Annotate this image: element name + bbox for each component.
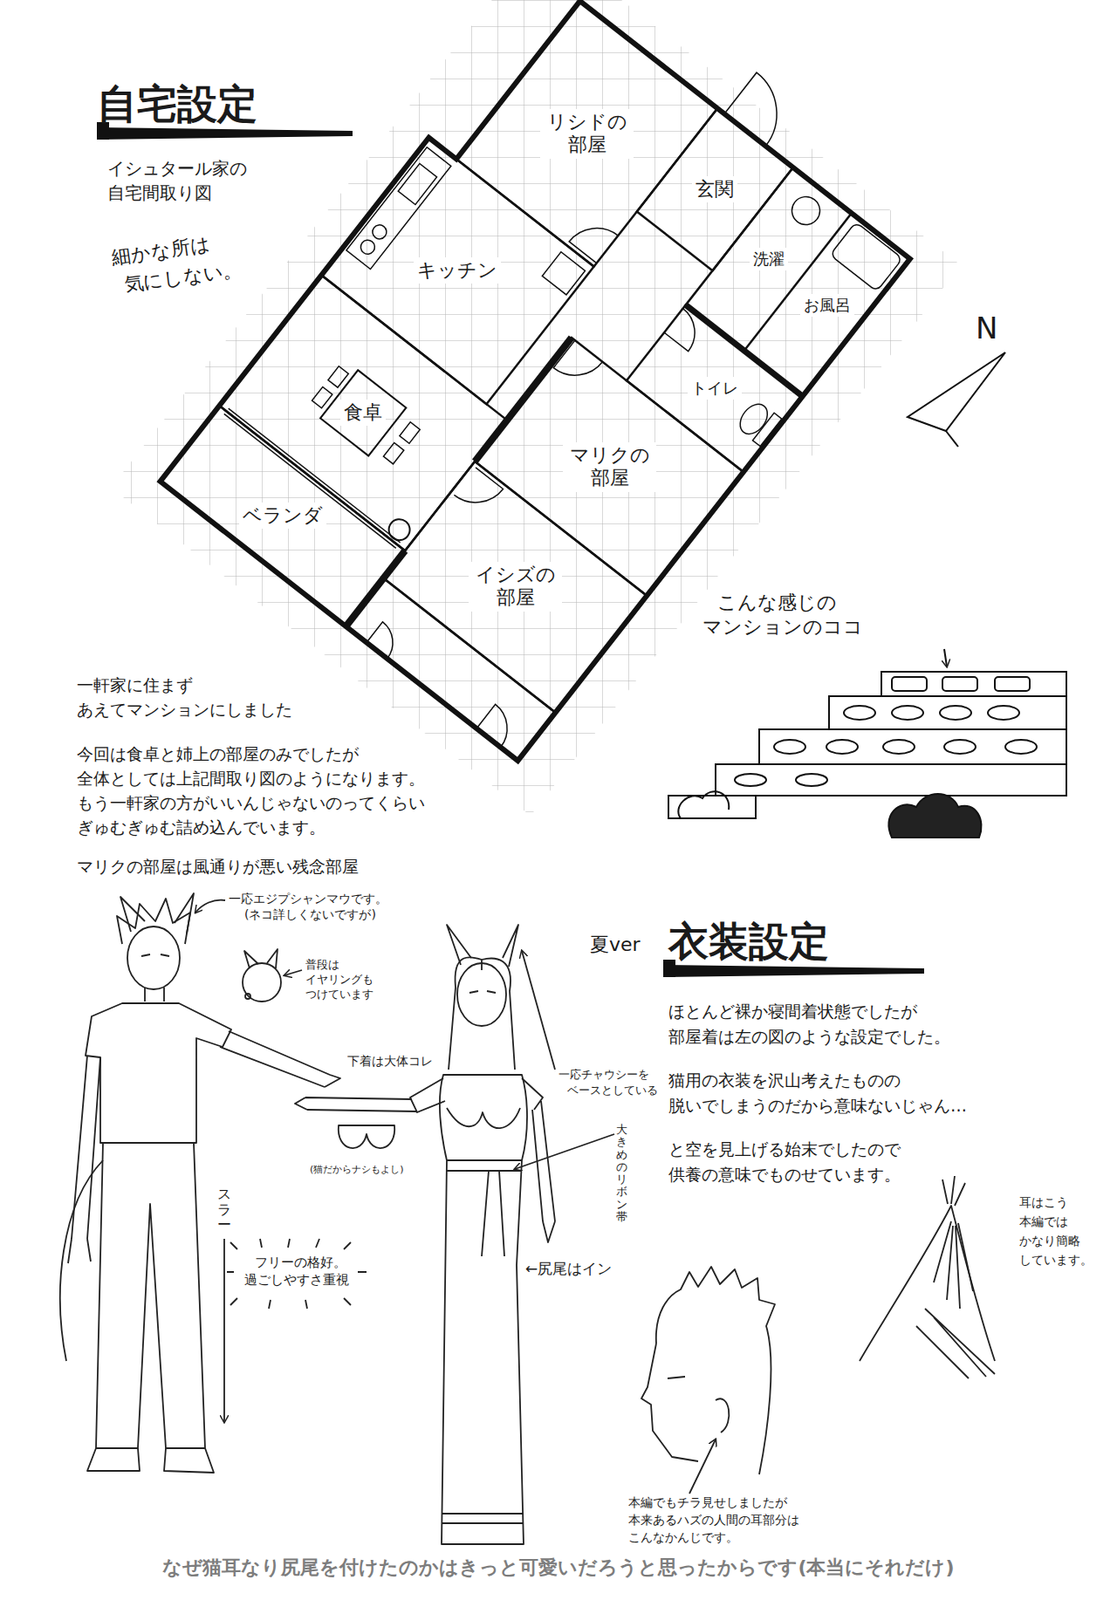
body-text: もう一軒家の方がいいんじゃないのってくらい: [76, 793, 425, 814]
annotation: (猫だからナシもよし): [309, 1164, 405, 1176]
room-node: マリクの部屋: [562, 442, 657, 493]
section-title: 衣装設定: [668, 918, 830, 967]
body-text: 今回は食卓と姉上の部屋のみでしたが: [76, 744, 359, 765]
annotation: 下着は大体コレ: [347, 1054, 433, 1070]
room-label: マリクの部屋: [566, 444, 653, 491]
floor-plan: [160, 0, 943, 761]
annotation: 一応チャウシーを: [558, 1068, 650, 1083]
caption: なぜ猫耳なり尻尾を付けたのかはきっと可愛いだろうと思ったからです(本当にそれだけ…: [0, 1556, 1117, 1580]
body-text: 脱いでしまうのだから意味ないじゃん…: [668, 1096, 967, 1117]
sketch-label: こんな感じの: [717, 591, 837, 615]
room-label: お風呂: [803, 295, 851, 316]
annotation: ベースとしている: [567, 1083, 658, 1098]
annotation: フリーの格好。: [254, 1254, 347, 1271]
female-figure: [294, 925, 615, 1545]
room-node: イシズの部屋: [468, 561, 562, 612]
room-label: 洗濯: [753, 249, 785, 269]
body-text: ほとんど裸か寝間着状態でしたが: [668, 1001, 918, 1022]
annotation: 過ごしやすさ重視: [244, 1272, 350, 1289]
room-node: 玄関: [692, 176, 738, 203]
compass: [945, 431, 959, 447]
annotation: 一応エジプシャンマウです。: [228, 891, 388, 907]
body-text: 全体としては上記間取り図のようになります。: [76, 768, 425, 789]
room-node: リシドの部屋: [540, 109, 634, 159]
room-label: ベランダ: [242, 504, 323, 528]
body-text: 供養の意味でものせています。: [668, 1164, 901, 1186]
annotation: 本来あるハズの人間の耳部分は: [628, 1513, 800, 1529]
profile-sketch: [641, 1267, 775, 1494]
subtitle: 自宅間取り図: [107, 182, 213, 204]
annotation: 本編でもチラ見せしましたが: [628, 1495, 788, 1511]
apartment-sketch: [668, 649, 1067, 838]
room-node: お風呂: [800, 294, 855, 317]
vertical-note: スラー: [217, 1186, 232, 1234]
room-node: トイレ: [687, 376, 742, 400]
annotation: こんなかんじです。: [628, 1530, 739, 1546]
body-text: マリクの部屋は風通りが悪い残念部屋: [76, 856, 359, 878]
annotation: 耳はこう: [1019, 1195, 1069, 1211]
sketch-label: マンションのココ: [702, 616, 864, 639]
compass-letter: N: [975, 310, 998, 347]
room-label: 食卓: [343, 401, 383, 425]
room-label: イシズの部屋: [472, 563, 559, 610]
room-node: 洗濯: [749, 247, 789, 271]
room-label: リシドの部屋: [543, 110, 631, 158]
body-text: ぎゅむぎゅむ詰め込んでいます。: [76, 817, 326, 838]
title-bar: [663, 965, 925, 978]
body-text: と空を見上げる始末でしたので: [668, 1139, 901, 1160]
vertical-note: 大きめのリボン帯: [616, 1123, 628, 1224]
annotation: 普段は: [305, 958, 340, 973]
room-label: トイレ: [691, 378, 739, 398]
annotation: ←尻尾はイン: [525, 1260, 612, 1278]
room-label: 玄関: [695, 178, 734, 201]
annotation: かなり簡略: [1019, 1233, 1081, 1249]
annotation: つけています: [305, 987, 374, 1002]
room-node: ベランダ: [239, 502, 327, 529]
compass: [907, 352, 1006, 432]
section-title: 自宅設定: [96, 80, 258, 129]
annotation: 本編では: [1019, 1214, 1069, 1230]
title-bar: [96, 127, 353, 140]
room-label: キッチン: [417, 259, 498, 282]
annotation: しています。: [1019, 1253, 1093, 1268]
annotation: (ネコ詳しくないですが): [244, 907, 377, 923]
cat-ear-sketch: [859, 1176, 995, 1379]
body-text: あえてマンションにしました: [76, 699, 293, 720]
room-node: キッチン: [413, 257, 501, 284]
version-tag: 夏ver: [589, 933, 641, 957]
annotation: イヤリングも: [305, 973, 374, 987]
room-node: 食卓: [340, 399, 386, 426]
body-text: 一軒家に住まず: [76, 675, 193, 696]
body-text: 猫用の衣装を沢山考えたものの: [668, 1070, 901, 1091]
subtitle: イシュタール家の: [107, 157, 247, 179]
body-text: 部屋着は左の図のような設定でした。: [668, 1027, 951, 1048]
